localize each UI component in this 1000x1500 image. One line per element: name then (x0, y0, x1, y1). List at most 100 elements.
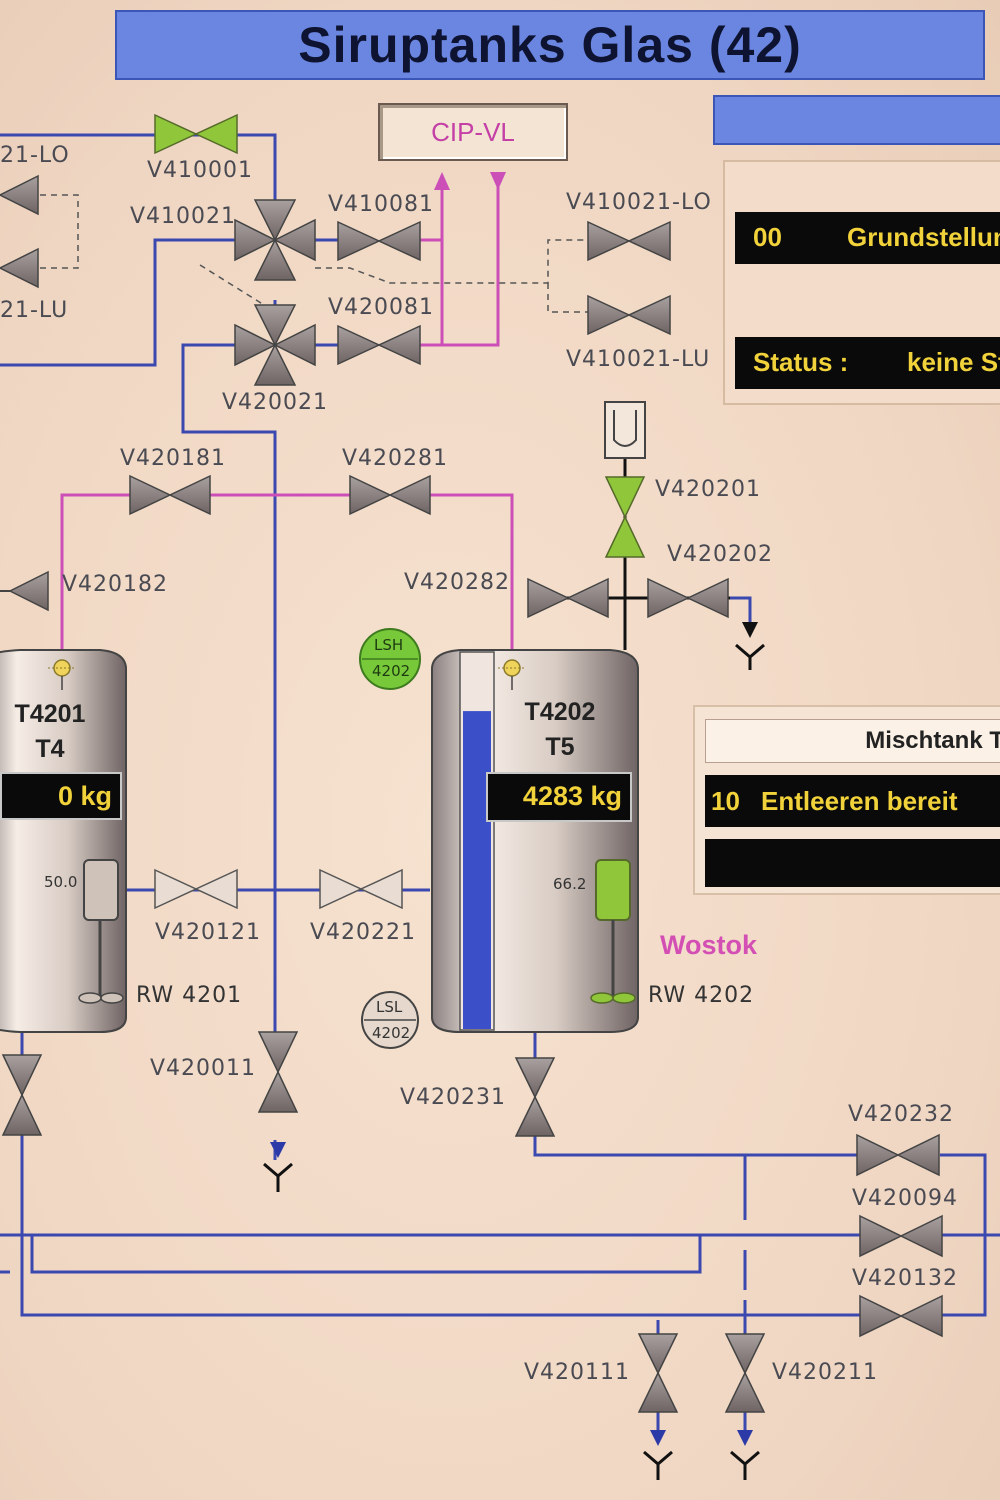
valve-v410081[interactable] (337, 220, 421, 262)
valve-label: V420182 (62, 572, 169, 597)
valve-v420231[interactable] (514, 1057, 556, 1137)
tank-id: T4202 (524, 698, 596, 726)
valve-t4201-outlet[interactable] (1, 1054, 43, 1136)
valve-label: V420281 (342, 446, 449, 471)
agitator-rw4201[interactable] (78, 859, 124, 1004)
lsl-number: 4202 (372, 1024, 411, 1042)
valve-label: 21-LO (0, 143, 70, 168)
mischtank-panel: Mischtank T 10 Entleeren bereit (693, 705, 1000, 895)
valve-label: V420201 (655, 477, 762, 502)
page-title-bar: Siruptanks Glas (42) (115, 10, 985, 80)
tank-id: T4201 (14, 700, 86, 728)
valve-label: V420211 (772, 1360, 879, 1385)
mischtank-message-display (705, 839, 1000, 887)
tank-t4201[interactable] (0, 649, 127, 1033)
agitator-speed: 66.2 (553, 875, 587, 893)
valve-label: V420232 (848, 1102, 955, 1127)
tank-name: T5 (545, 733, 575, 761)
valve-label: V420111 (524, 1360, 631, 1385)
valve-v410021-lu[interactable] (587, 294, 671, 336)
valve-label: 21-LU (0, 298, 69, 323)
valve-v420281[interactable] (349, 474, 431, 516)
valve-label: V420181 (120, 446, 227, 471)
valve-label: V420021 (222, 390, 329, 415)
mischtank-step-display: 10 Entleeren bereit (705, 775, 1000, 827)
cip-vl-button[interactable]: CIP-VL (378, 103, 568, 161)
valve-label: V420132 (852, 1266, 959, 1291)
agitator-label: RW 4201 (136, 983, 243, 1008)
valve-label: V420011 (150, 1056, 257, 1081)
agitator-label: RW 4202 (648, 983, 755, 1008)
valve-label: V410081 (328, 192, 435, 217)
status-label: Status : (753, 347, 849, 377)
cip-arrow-down-icon (490, 172, 506, 190)
valve-v410021-lo[interactable] (587, 220, 671, 262)
tank-top-sensor-icon (48, 659, 76, 690)
cip-vl-label: CIP-VL (431, 116, 515, 147)
valve-v420021[interactable] (234, 304, 316, 386)
lsh-sensor-icon[interactable] (359, 628, 421, 690)
cip-lines (60, 180, 514, 660)
valve-v420081[interactable] (337, 324, 421, 366)
valve-label: V420081 (328, 295, 435, 320)
valve-v420202[interactable] (647, 577, 729, 619)
page-title: Siruptanks Glas (42) (298, 17, 802, 73)
valve-v420111[interactable] (637, 1333, 679, 1413)
tank-weight-display: 4283 kg (486, 772, 632, 822)
valve-v410021[interactable] (234, 199, 316, 281)
sample-funnel-icon (604, 401, 646, 459)
mode-display: 00 Grundstellun (735, 212, 1000, 264)
status-value: keine St (907, 347, 1000, 377)
tank-t4202[interactable] (431, 649, 639, 1033)
drain-symbols (263, 622, 765, 1480)
valve-label: V410021 (130, 204, 237, 229)
tank-top-sensor-icon (498, 659, 526, 690)
tank-weight-display: 0 kg (0, 772, 122, 820)
header-strip (713, 95, 1000, 145)
valve-label: V420094 (852, 1186, 959, 1211)
lsl-tag: LSL (376, 998, 403, 1016)
lsh-number: 4202 (372, 662, 411, 680)
valve-v420182[interactable] (0, 570, 49, 612)
valve-left-lo[interactable] (0, 174, 39, 216)
status-panel: 00 Grundstellun Status : keine St (723, 160, 1000, 405)
signal-lines (40, 194, 590, 319)
valve-v420121[interactable] (154, 868, 238, 910)
valve-v420232[interactable] (856, 1133, 940, 1177)
valve-label: V420221 (310, 920, 417, 945)
tank-name: T4 (35, 735, 65, 763)
valve-v420221[interactable] (319, 868, 403, 910)
mischtank-title-text: Mischtank T (865, 727, 1000, 754)
mode-text: Grundstellun (847, 222, 1000, 252)
status-display: Status : keine St (735, 337, 1000, 389)
mischtank-step-code: 10 (711, 786, 740, 816)
valve-label: V410021-LO (566, 190, 712, 215)
valve-label: V420202 (667, 542, 774, 567)
valve-label: V420282 (404, 570, 511, 595)
valve-v420282[interactable] (527, 577, 609, 619)
mischtank-title: Mischtank T (705, 719, 1000, 763)
valve-v420011[interactable] (257, 1031, 299, 1113)
product-label: Wostok (660, 930, 758, 960)
valve-label: V410001 (147, 158, 254, 183)
tank-level-indicator (463, 711, 491, 1029)
agitator-rw4202[interactable] (590, 859, 636, 1004)
cip-arrow-up-icon (434, 172, 450, 190)
agitator-speed: 50.0 (44, 873, 78, 891)
lsh-tag: LSH (374, 636, 404, 654)
valve-label: V410021-LU (566, 347, 711, 372)
valve-left-lu[interactable] (0, 247, 39, 289)
valve-v420132[interactable] (859, 1294, 943, 1338)
valve-v420211[interactable] (724, 1333, 766, 1413)
valve-label: V420231 (400, 1085, 507, 1110)
valve-label: V420121 (155, 920, 262, 945)
mischtank-step-text: Entleeren bereit (761, 786, 958, 816)
lsl-sensor-icon[interactable] (361, 991, 419, 1049)
valve-v420094[interactable] (859, 1214, 943, 1258)
valve-v410001[interactable] (154, 113, 238, 155)
mode-code: 00 (753, 222, 782, 252)
valve-v420201[interactable] (604, 476, 646, 558)
valve-v420181[interactable] (129, 474, 211, 516)
